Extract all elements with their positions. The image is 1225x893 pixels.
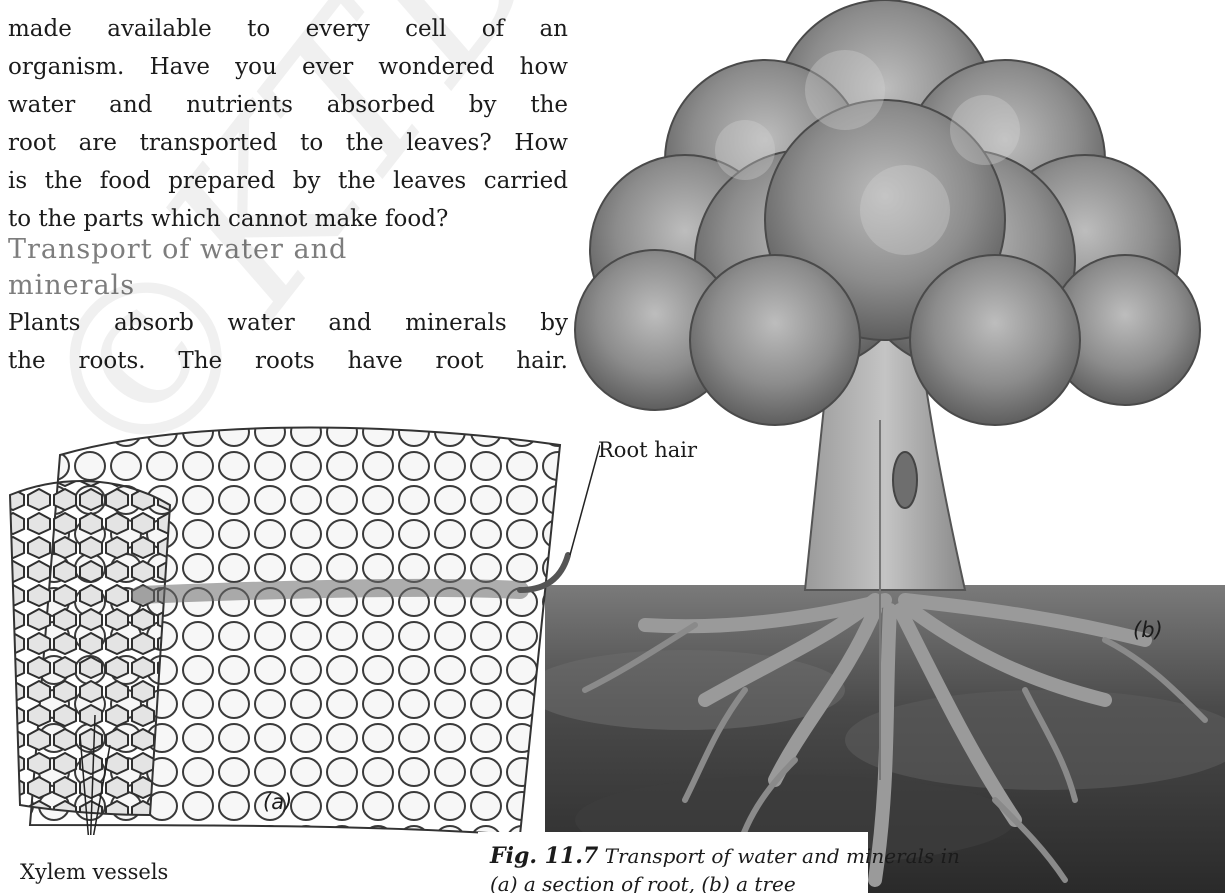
heading-line-2: minerals: [8, 270, 135, 301]
figure-caption: Fig. 11.7 Transport of water and mineral…: [490, 842, 870, 893]
paragraph-line: Plants absorb water and minerals by: [8, 304, 568, 342]
subfigure-b-label: (b): [1133, 618, 1163, 642]
paragraph-line: the roots. The roots have root hair.: [8, 342, 568, 380]
paragraph-line: made available to every cell of an: [8, 10, 568, 48]
section-heading: Transport of water and minerals: [8, 232, 568, 304]
paragraph-intro: made available to every cell of an organ…: [8, 10, 568, 238]
caption-line-2: (a) a section of root, (b) a tree: [490, 872, 796, 893]
paragraph-line: water and nutrients absorbed by the: [8, 86, 568, 124]
caption-line-1: Transport of water and minerals in: [605, 844, 960, 868]
heading-line-1: Transport of water and: [8, 234, 347, 265]
paragraph-line: organism. Have you ever wondered how: [8, 48, 568, 86]
paragraph-line: root are transported to the leaves? How: [8, 124, 568, 162]
root-section-illustration: [0, 415, 600, 835]
xylem-vessels-label: Xylem vessels: [20, 860, 168, 884]
subfigure-a-label: (a): [263, 790, 292, 814]
paragraph-transport: Plants absorb water and minerals by the …: [8, 304, 568, 380]
paragraph-line: is the food prepared by the leaves carri…: [8, 162, 568, 200]
root-hair-label: Root hair: [598, 438, 697, 462]
figure-number: Fig. 11.7: [490, 843, 598, 869]
